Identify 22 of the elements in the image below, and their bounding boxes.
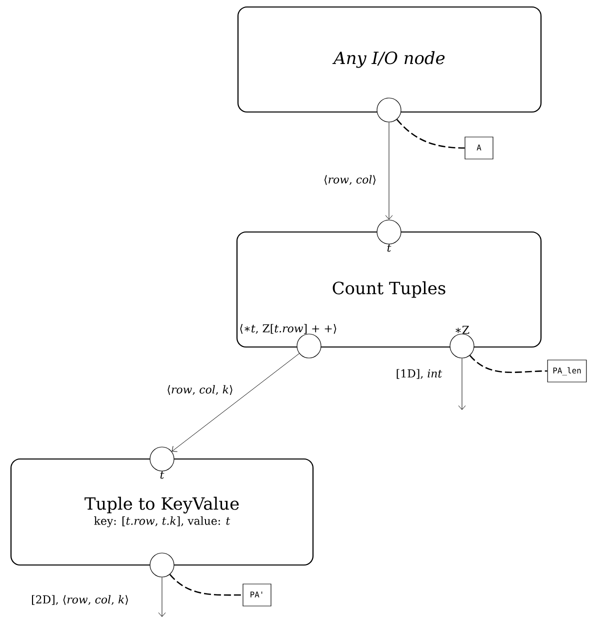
edge-label: [2D], ⟨row, col, k⟩: [30, 594, 130, 606]
port-circle: [376, 98, 402, 122]
port-circle: [376, 220, 402, 244]
dashed-connector: [396, 119, 465, 149]
edge-label: ⟨row, col, k⟩: [166, 384, 234, 396]
port-circle: [150, 552, 174, 578]
arrow: [172, 353, 300, 452]
port-circle: [296, 334, 322, 358]
edge-label: ⟨row, col⟩: [322, 174, 378, 186]
arrow: [385, 122, 393, 220]
arrow: [458, 358, 466, 410]
arrow: [158, 577, 166, 617]
port-circle: [450, 334, 474, 358]
dashed-connector: [469, 354, 548, 373]
port-label: ⟨∗t, Z[t.row] + +⟩: [240, 324, 336, 334]
port-label: ∗Z: [456, 326, 470, 334]
port-circle: [150, 446, 174, 472]
port-label: t: [387, 244, 392, 252]
dashed-connector: [169, 574, 243, 596]
edge-label: [1D], int: [394, 368, 444, 380]
port-label: t: [160, 471, 164, 479]
process-box: Any I/O node: [237, 6, 542, 113]
